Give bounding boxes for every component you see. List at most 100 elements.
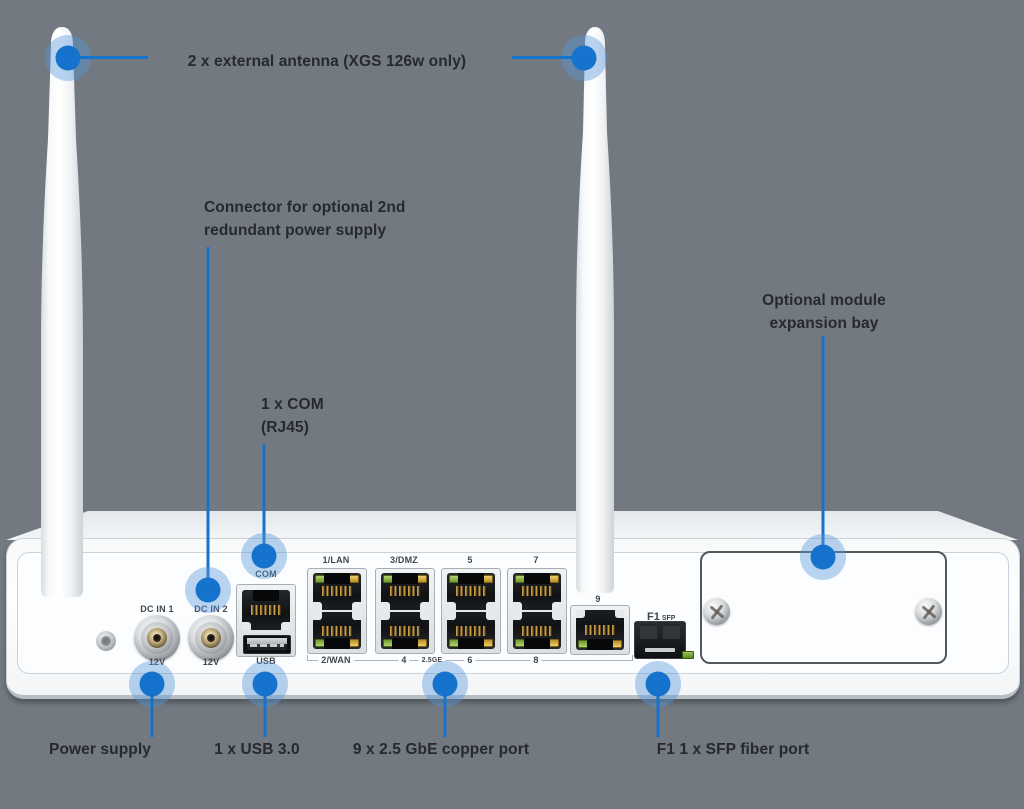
- port-label-3-dmz: 3/DMZ: [390, 555, 418, 565]
- ethernet-port-icon: [447, 612, 495, 649]
- rj45-notch: [576, 610, 585, 618]
- com-callout-label: 1 x COM (RJ45): [261, 393, 324, 439]
- callout-line: [656, 684, 660, 737]
- power-supply-callout-label: Power supply: [49, 741, 151, 758]
- rj45-notch: [513, 602, 522, 610]
- port-label-1-lan: 1/LAN: [322, 555, 350, 565]
- ethernet-port-icon: [381, 612, 429, 649]
- rj45-tab: [392, 638, 418, 649]
- sfp-f1-label: F1: [647, 611, 660, 623]
- callout-line-1: Connector for optional 2nd: [204, 199, 406, 216]
- callout-dot: [810, 544, 836, 570]
- callout-line: [262, 444, 266, 556]
- rj45-pins: [456, 626, 486, 636]
- dc-in-1-connector: [134, 615, 180, 661]
- ethernet-port-icon: [313, 573, 361, 610]
- rj45-tab: [324, 573, 350, 584]
- rj45-notch: [381, 612, 390, 620]
- rj45-tab: [324, 638, 350, 649]
- com-rj45-port-icon: [242, 590, 290, 630]
- callout-dot: [251, 543, 277, 569]
- screw-icon: [703, 598, 730, 625]
- ethernet-port-pair-1-2: [307, 568, 367, 654]
- callout-line: [263, 684, 267, 737]
- sfp-status-led: [682, 651, 694, 659]
- usb-contact-pins: [250, 644, 284, 647]
- rj45-pins: [322, 586, 352, 596]
- bracket-tick: [632, 655, 633, 661]
- rj45-notch: [420, 602, 429, 610]
- rj45-tab: [458, 638, 484, 649]
- usb-callout-label: 1 x USB 3.0: [214, 741, 300, 758]
- rj45-notch: [486, 612, 495, 620]
- dc-in-2-label: DC IN 2: [194, 604, 228, 614]
- left-antenna: [41, 27, 83, 597]
- rj45-pins: [322, 626, 352, 636]
- callout-dot: [55, 45, 81, 71]
- sfp-latch: [645, 648, 675, 652]
- rj45-pins: [522, 586, 552, 596]
- screw-icon: [915, 598, 942, 625]
- port-label-9: 9: [595, 594, 601, 604]
- usb-port-icon: [243, 635, 291, 654]
- rj45-notch: [552, 612, 561, 620]
- ethernet-port-pair-5-6: [441, 568, 501, 654]
- rj45-tab: [524, 573, 550, 584]
- port-label-5: 5: [467, 555, 473, 565]
- ethernet-port-icon: [447, 573, 495, 610]
- rj45-pins: [390, 626, 420, 636]
- speed-tag-label: 2.5GE: [418, 657, 446, 664]
- ethernet-port-pair-7-8: [507, 568, 567, 654]
- rj45-notch: [242, 622, 251, 630]
- rj45-notch: [313, 612, 322, 620]
- port-label-2-wan: 2/WAN: [318, 655, 354, 665]
- device-top-face: [6, 511, 1018, 540]
- port-label-6: 6: [464, 655, 476, 665]
- port-label-4: 4: [398, 655, 410, 665]
- dc-in-2-connector: [188, 615, 234, 661]
- ethernet-port-icon: [513, 612, 561, 649]
- callout-line-2: expansion bay: [769, 315, 879, 332]
- callout-line: [80, 56, 148, 59]
- bracket-tick: [307, 655, 308, 661]
- ethernet-port-pair-3-4: [375, 568, 435, 654]
- callout-line: [150, 684, 154, 737]
- dc-pin-icon: [153, 634, 161, 642]
- rj45-tab: [458, 573, 484, 584]
- rj45-notch: [352, 612, 361, 620]
- dc-in-2-voltage: 12V: [202, 657, 220, 667]
- ethernet-port-icon: [313, 612, 361, 649]
- rj45-notch: [352, 602, 361, 610]
- rj45-notch: [513, 612, 522, 620]
- rj45-notch: [420, 612, 429, 620]
- sfp-small-label: SFP: [661, 615, 676, 622]
- callout-line: [821, 336, 825, 557]
- usb-contact: [247, 638, 287, 644]
- rj45-notch: [552, 602, 561, 610]
- expansion-callout-label: Optional module expansion bay: [762, 289, 886, 335]
- rj45-pins: [585, 625, 615, 635]
- rj45-tab: [587, 639, 613, 650]
- rj45-tab: [524, 638, 550, 649]
- sfp-port-icon: [634, 621, 686, 659]
- port-label-7: 7: [533, 555, 539, 565]
- rj45-pins: [251, 605, 281, 615]
- rj45-tab: [392, 573, 418, 584]
- rj45-pins: [456, 586, 486, 596]
- redundant-psu-callout-label: Connector for optional 2nd redundant pow…: [204, 196, 406, 242]
- com-usb-module: [236, 584, 296, 657]
- ethernet-port-9-module: [570, 605, 630, 655]
- dc-pin-icon: [207, 634, 215, 642]
- rj45-notch: [313, 602, 322, 610]
- port-label-8: 8: [530, 655, 542, 665]
- callout-dot: [571, 45, 597, 71]
- callout-line: [443, 684, 447, 737]
- callout-line-2: (RJ45): [261, 419, 309, 436]
- right-antenna: [576, 27, 614, 593]
- copper-ports-callout-label: 9 x 2.5 GbE copper port: [352, 741, 530, 758]
- rj45-notch: [281, 622, 290, 630]
- rj45-pins: [522, 626, 552, 636]
- dc-in-1-voltage: 12V: [148, 657, 166, 667]
